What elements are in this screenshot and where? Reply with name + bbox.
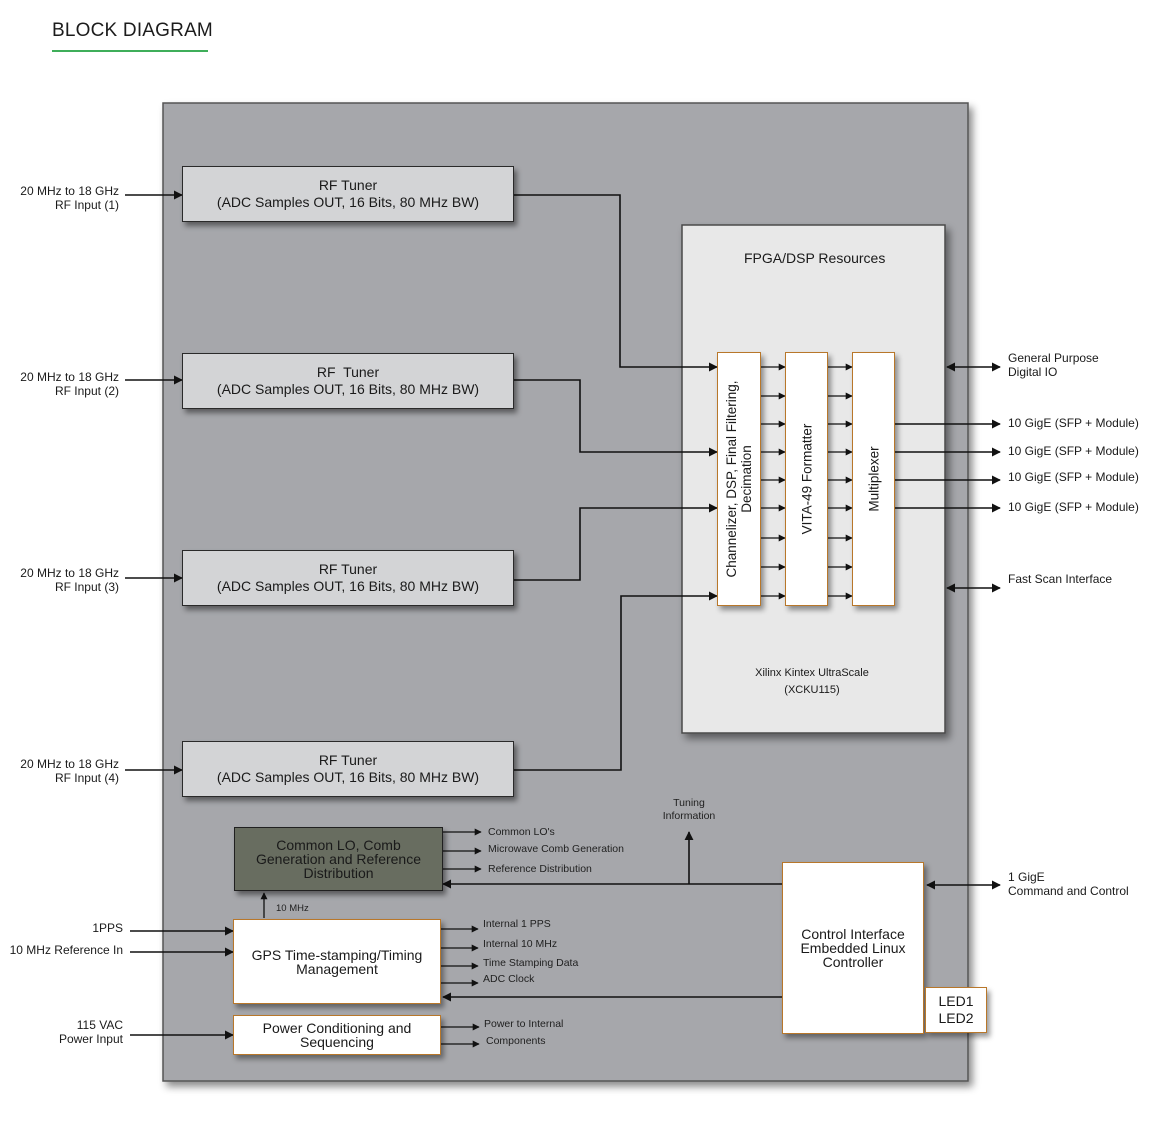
fpga-bus-formatter-multiplexer — [828, 363, 853, 600]
multiplexer-block: Multiplexer — [852, 352, 895, 606]
common-lo-line1: Common LO, Comb — [276, 837, 401, 853]
rf-input-name: RF Input (1) — [54, 198, 119, 212]
rf-input-range: 20 MHz to 18 GHz — [20, 184, 119, 198]
gige-label-1: 10 GigE (SFP + Module) — [1008, 416, 1139, 430]
fpga-chip-family: Xilinx Kintex UltraScale — [755, 667, 869, 679]
power-input-line2: Power Input — [58, 1032, 123, 1046]
common-lo-line3: Distribution — [303, 865, 374, 881]
tuning-info-line1: Tuning — [673, 797, 705, 809]
power-input-line1: 115 VAC — [76, 1018, 123, 1032]
control-interface-block: Control Interface Embedded Linux Control… — [782, 862, 924, 1034]
gps-timing-block: GPS Time-stamping/Timing Management — [233, 919, 441, 1004]
rf-tuner-spec: (ADC Samples OUT, 16 Bits, 80 MHz BW) — [216, 769, 480, 785]
rf-tuner-title: RF Tuner — [318, 561, 378, 577]
rf-input-range: 20 MHz to 18 GHz — [20, 757, 119, 771]
tuning-info-label: Tuning Information — [652, 797, 726, 823]
fast-scan-label: Fast Scan Interface — [1008, 572, 1113, 586]
power-block: Power Conditioning and Sequencing — [233, 1015, 441, 1055]
rf-tuner-2: RF Tuner (ADC Samples OUT, 16 Bits, 80 M… — [182, 353, 514, 409]
controller-links — [442, 831, 782, 1002]
power-output-label-1: Power to Internal — [484, 1018, 564, 1030]
gige-label-2: 10 GigE (SFP + Module) — [1008, 444, 1139, 458]
common-lo-line2: Generation and Reference — [256, 851, 421, 867]
gps-timing-line2: Management — [296, 960, 378, 977]
fpga-bus-channelizer-formatter — [761, 363, 786, 600]
gps-output-label-2: Internal 10 MHz — [483, 938, 558, 950]
rf-tuner-4: RF Tuner (ADC Samples OUT, 16 Bits, 80 M… — [182, 741, 514, 797]
tuner-route-1 — [514, 194, 718, 372]
fpga-title: FPGA/DSP Resources — [744, 250, 886, 266]
controller-line3: Controller — [822, 954, 884, 970]
ref-input-label: 10 MHz Reference In — [9, 943, 123, 957]
lo-output-label-2: Microwave Comb Generation — [488, 843, 624, 855]
rf-input-arrows — [125, 190, 183, 775]
power-input-label: 115 VAC Power Input — [59, 1018, 123, 1046]
gps-output-label-4: ADC Clock — [483, 973, 535, 985]
rf-input-label-2: 20 MHz to 18 GHz RF Input (2) — [20, 370, 119, 398]
rf-tuner-title: RF Tuner — [318, 752, 378, 768]
rf-tuner-title: RF Tuner — [316, 364, 380, 380]
rf-input-label-4: 20 MHz to 18 GHz RF Input (4) — [20, 757, 119, 785]
controller-line1: Control Interface — [801, 926, 905, 942]
channelizer-label-line1: Channelizer, DSP, Final Filtering, — [724, 380, 739, 578]
power-output-label-2: Components — [486, 1035, 546, 1047]
fpga-chip-label: Xilinx Kintex UltraScale (XCKU115) — [742, 665, 882, 699]
tuner-routes — [514, 194, 718, 771]
rf-input-name: RF Input (2) — [54, 384, 119, 398]
fpga-chip-part: (XCKU115) — [784, 684, 840, 696]
command-label-line2: Command and Control — [1008, 884, 1129, 898]
rf-tuner-spec: (ADC Samples OUT, 16 Bits, 80 MHz BW) — [216, 381, 480, 397]
gps-output-arrows — [441, 925, 479, 987]
rf-input-name: RF Input (4) — [54, 771, 119, 785]
gps-output-label-1: Internal 1 PPS — [483, 918, 551, 930]
rf-tuner-title: RF Tuner — [318, 177, 378, 193]
common-lo-block: Common LO, Comb Generation and Reference… — [234, 827, 443, 891]
rf-input-label-1: 20 MHz to 18 GHz RF Input (1) — [20, 184, 119, 212]
pps-input-label: 1PPS — [92, 921, 123, 935]
channelizer-label: Channelizer, DSP, Final Filtering, Decim… — [724, 380, 754, 577]
power-block-line1: Power Conditioning and — [262, 1020, 412, 1036]
command-label: 1 GigE Command and Control — [1008, 870, 1129, 898]
lo-output-label-1: Common LO's — [488, 826, 555, 838]
rf-input-range: 20 MHz to 18 GHz — [20, 566, 119, 580]
rf-tuner-1: RF Tuner (ADC Samples OUT, 16 Bits, 80 M… — [182, 166, 514, 222]
tuner-route-2 — [514, 379, 718, 457]
clock-label: 10 MHz — [276, 903, 309, 914]
tuner-route-3 — [514, 503, 718, 581]
channelizer-block: Channelizer, DSP, Final Filtering, Decim… — [717, 352, 761, 606]
command-label-line1: 1 GigE — [1008, 870, 1045, 884]
gpio-label: General Purpose Digital IO — [1008, 351, 1099, 379]
vita49-formatter-block: VITA-49 Formatter — [785, 352, 828, 606]
rf-input-label-3: 20 MHz to 18 GHz RF Input (3) — [20, 566, 119, 594]
gpio-label-line2: Digital IO — [1008, 365, 1058, 379]
page-title: BLOCK DIAGRAM — [52, 20, 213, 41]
rf-tuner-3: RF Tuner (ADC Samples OUT, 16 Bits, 80 M… — [182, 550, 514, 606]
rf-tuner-spec: (ADC Samples OUT, 16 Bits, 80 MHz BW) — [216, 578, 480, 594]
rf-input-name: RF Input (3) — [54, 580, 119, 594]
controller-line2: Embedded Linux — [800, 940, 906, 956]
lo-output-arrows — [443, 828, 482, 873]
lo-output-label-3: Reference Distribution — [488, 863, 592, 875]
gps-output-label-3: Time Stamping Data — [483, 957, 579, 969]
gpio-label-line1: General Purpose — [1008, 351, 1099, 365]
right-io-arrows — [895, 362, 1001, 890]
tuning-info-line2: Information — [662, 810, 716, 822]
rf-tuner-spec: (ADC Samples OUT, 16 Bits, 80 MHz BW) — [216, 194, 480, 210]
led-indicator-block: LED1 LED2 — [925, 987, 987, 1033]
led1-label: LED1 — [938, 993, 974, 1009]
gps-timing-line1: GPS Time-stamping/Timing — [251, 946, 423, 963]
title-underline — [52, 50, 208, 52]
gige-label-4: 10 GigE (SFP + Module) — [1008, 500, 1139, 514]
vita49-formatter-label: VITA-49 Formatter — [799, 423, 814, 535]
channelizer-label-line2: Decimation — [739, 445, 754, 513]
gps-arrows — [130, 926, 234, 957]
gige-label-3: 10 GigE (SFP + Module) — [1008, 470, 1139, 484]
led2-label: LED2 — [938, 1010, 974, 1026]
power-output-arrows — [441, 1023, 480, 1048]
rf-input-range: 20 MHz to 18 GHz — [20, 370, 119, 384]
multiplexer-label: Multiplexer — [866, 446, 881, 512]
tuner-route-4 — [514, 591, 718, 771]
power-block-line2: Sequencing — [300, 1034, 374, 1050]
